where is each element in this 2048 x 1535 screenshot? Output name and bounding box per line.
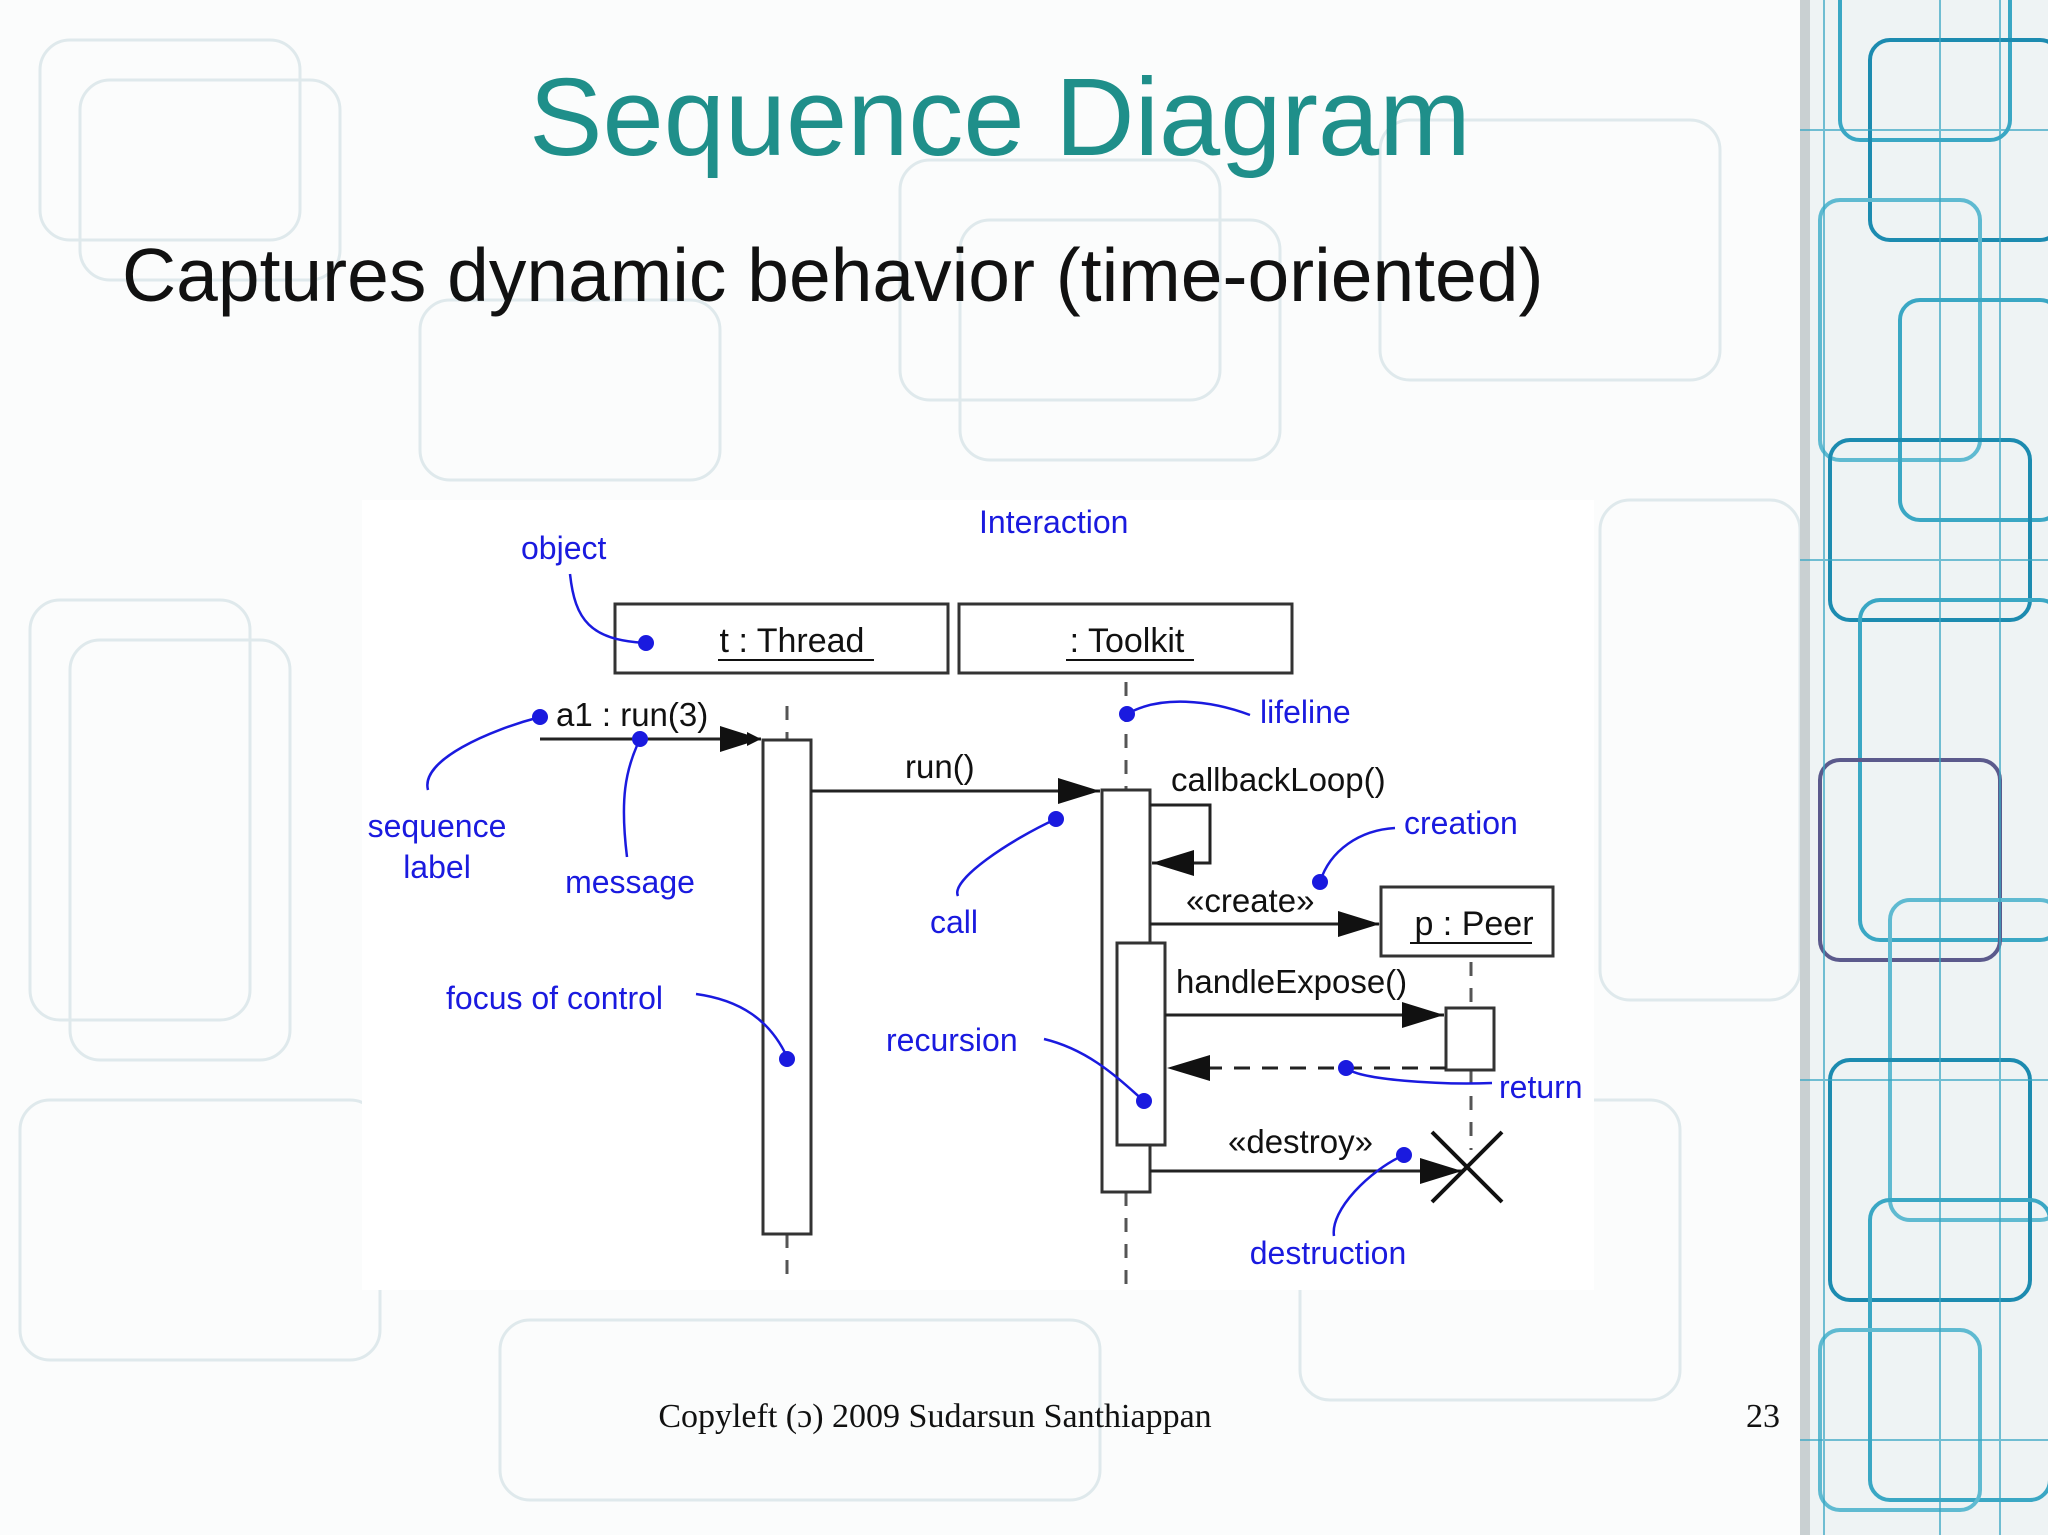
- message-destroy-head: [1420, 1158, 1462, 1184]
- message-handle-head: [1402, 1002, 1444, 1028]
- background-pattern: [18, 38, 1800, 1502]
- annotation-return: return: [1499, 1069, 1583, 1105]
- dot-sequence-label: [532, 709, 548, 725]
- message-run-head: [1058, 778, 1100, 804]
- message-create-head: [1338, 911, 1380, 937]
- annotation-leaders: [426, 573, 1493, 1237]
- annotation-destruction: destruction: [1250, 1235, 1407, 1271]
- leader-sequence-label: [426, 715, 541, 791]
- page-title: Sequence Diagram: [529, 56, 1471, 179]
- object-thread-label: t : Thread: [720, 622, 865, 660]
- annotation-recursion: recursion: [886, 1022, 1018, 1058]
- object-peer: p : Peer: [1379, 885, 1555, 958]
- page-number: 23: [1746, 1398, 1780, 1435]
- annotation-sequence-label-line2: label: [403, 849, 471, 885]
- annotation-sequence-label-line1: sequence: [368, 808, 507, 844]
- leader-object: [568, 573, 647, 645]
- annotation-object: object: [521, 530, 607, 566]
- dot-object: [638, 635, 654, 651]
- object-peer-label: p : Peer: [1414, 905, 1533, 943]
- dot-call: [1048, 811, 1064, 827]
- leader-return: [1345, 1066, 1493, 1085]
- object-toolkit: : Toolkit: [957, 602, 1294, 675]
- dot-creation: [1312, 874, 1328, 890]
- message-create-label: «create»: [1186, 882, 1314, 919]
- leader-destruction: [1332, 1153, 1405, 1237]
- footer-credit: Copyleft (ɔ) 2009 Sudarsun Santhiappan: [658, 1398, 1212, 1435]
- message-run-label: run(): [905, 748, 975, 785]
- annotation-creation: creation: [1404, 805, 1518, 841]
- diagram-panel: [362, 500, 1594, 1290]
- dot-lifeline: [1119, 706, 1135, 722]
- message-run3-head: [720, 726, 761, 752]
- annotation-dots: [532, 635, 1412, 1163]
- leader-lifeline: [1126, 700, 1251, 717]
- dot-message: [632, 731, 648, 747]
- message-run3-label: a1 : run(3): [556, 696, 708, 733]
- message-callback-head: [1152, 850, 1194, 876]
- slide-subtitle: Captures dynamic behavior (time-oriented…: [122, 233, 1544, 317]
- object-thread: t : Thread: [613, 602, 950, 675]
- annotation-focus-of-control: focus of control: [446, 980, 663, 1016]
- leader-focus: [695, 992, 789, 1058]
- dot-recursion: [1136, 1093, 1152, 1109]
- slide: Sequence Diagram Captures dynamic behavi…: [18, 38, 1800, 1502]
- leader-recursion: [1043, 1037, 1145, 1102]
- side-decoration: [1800, 0, 2048, 1535]
- annotation-lifeline: lifeline: [1260, 694, 1351, 730]
- dot-focus: [779, 1051, 795, 1067]
- annotation-call: call: [930, 904, 978, 940]
- message-callback-label: callbackLoop(): [1171, 761, 1386, 798]
- activation-thread: [761, 738, 813, 1236]
- message-handle-label: handleExpose(): [1176, 963, 1407, 1000]
- dot-destruction: [1396, 1147, 1412, 1163]
- leader-call: [956, 817, 1057, 897]
- activation-peer: [1444, 1006, 1496, 1072]
- activation-recursion: [1115, 941, 1167, 1147]
- message-callback-arrow: [1150, 803, 1212, 865]
- destruction-mark: [1430, 1130, 1504, 1204]
- annotation-message: message: [565, 864, 695, 900]
- message-destroy-label: «destroy»: [1228, 1123, 1373, 1160]
- dot-return: [1338, 1060, 1354, 1076]
- object-toolkit-label: : Toolkit: [1070, 622, 1185, 660]
- annotation-interaction: Interaction: [979, 504, 1128, 540]
- leader-message: [622, 738, 642, 858]
- leader-creation: [1318, 826, 1396, 883]
- message-return-head: [1167, 1055, 1210, 1081]
